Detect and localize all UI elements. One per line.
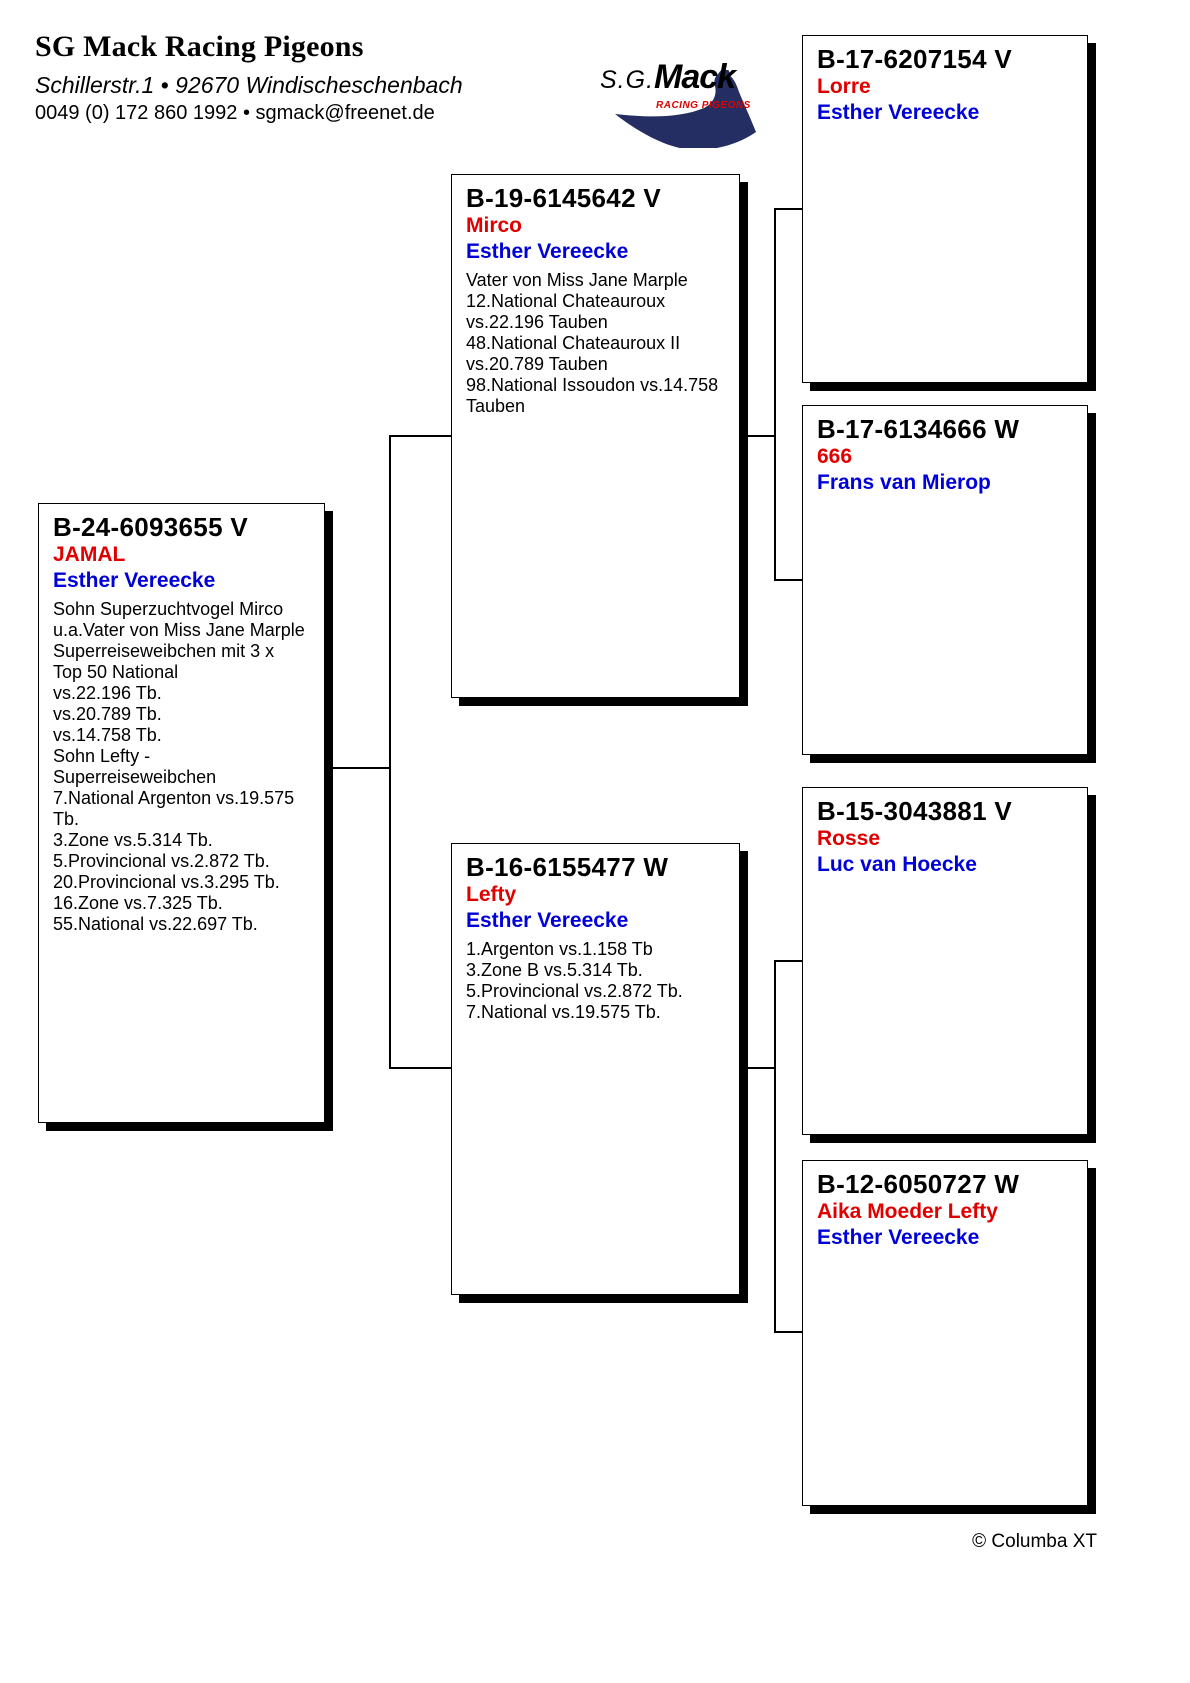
connector-line — [774, 960, 802, 962]
header-contact: 0049 (0) 172 860 1992 • sgmack@freenet.d… — [35, 102, 435, 124]
pedigree-box-dam-dam: B-12-6050727 W Aika Moeder Lefty Esther … — [802, 1160, 1088, 1506]
ring-number: B-15-3043881 V — [817, 796, 1012, 826]
fancier-name: Luc van Hoecke — [817, 853, 977, 876]
pigeon-name: Aika Moeder Lefty — [817, 1200, 998, 1223]
pigeon-swoosh-icon — [615, 70, 756, 148]
logo-wordmark-prefix: S.G. — [600, 66, 655, 94]
logo-wordmark: S.G.Mack — [600, 58, 736, 97]
ring-number: B-17-6134666 W — [817, 414, 1020, 444]
header-title: SG Mack Racing Pigeons — [35, 30, 364, 63]
logo-wordmark-name: Mack — [654, 58, 736, 96]
connector-line — [389, 1067, 451, 1069]
pedigree-box-sire-sire: B-17-6207154 V Lorre Esther Vereecke — [802, 35, 1088, 383]
connector-line — [740, 1067, 776, 1069]
pigeon-name: JAMAL — [53, 543, 126, 566]
fancier-name: Esther Vereecke — [817, 1226, 980, 1249]
connector-line — [389, 435, 391, 1069]
pigeon-notes: Sohn Superzuchtvogel Mirco u.a.Vater von… — [53, 599, 305, 934]
ring-number: B-19-6145642 V — [466, 183, 661, 213]
connector-line — [774, 1331, 802, 1333]
connector-line — [774, 579, 802, 581]
connector-line — [774, 208, 802, 210]
connector-line — [325, 767, 391, 769]
pigeon-notes: 1.Argenton vs.1.158 Tb 3.Zone B vs.5.314… — [466, 939, 683, 1022]
connector-line — [740, 435, 776, 437]
pigeon-name: Lorre — [817, 75, 871, 98]
pigeon-name: Rosse — [817, 827, 881, 850]
logo-tagline: RACING PIGEONS — [656, 100, 751, 111]
fancier-name: Esther Vereecke — [466, 909, 629, 932]
connector-line — [774, 960, 776, 1333]
brand-logo: S.G.Mack RACING PIGEONS — [598, 52, 766, 148]
ring-number: B-16-6155477 W — [466, 852, 669, 882]
ring-number: B-17-6207154 V — [817, 44, 1012, 74]
pigeon-notes: Vater von Miss Jane Marple 12.National C… — [466, 270, 719, 416]
pedigree-box-dam: B-16-6155477 W Lefty Esther Vereecke 1.A… — [451, 843, 740, 1295]
ring-number: B-12-6050727 W — [817, 1169, 1020, 1199]
fancier-name: Esther Vereecke — [817, 101, 980, 124]
connector-line — [389, 435, 451, 437]
fancier-name: Esther Vereecke — [53, 569, 216, 592]
pedigree-box-sire-dam: B-17-6134666 W 666 Frans van Mierop — [802, 405, 1088, 755]
fancier-name: Esther Vereecke — [466, 240, 629, 263]
fancier-name: Frans van Mierop — [817, 471, 991, 494]
pedigree-box-subject: B-24-6093655 V JAMAL Esther Vereecke Soh… — [38, 503, 325, 1123]
connector-line — [774, 208, 776, 581]
pigeon-name: Lefty — [466, 883, 517, 906]
footer-copyright: © Columba XT — [972, 1531, 1097, 1552]
header-address: Schillerstr.1 • 92670 Windischeschenbach — [35, 72, 463, 98]
pigeon-name: Mirco — [466, 214, 523, 237]
pedigree-box-sire: B-19-6145642 V Mirco Esther Vereecke Vat… — [451, 174, 740, 698]
pedigree-box-dam-sire: B-15-3043881 V Rosse Luc van Hoecke — [802, 787, 1088, 1135]
pigeon-name: 666 — [817, 445, 853, 468]
ring-number: B-24-6093655 V — [53, 512, 248, 542]
